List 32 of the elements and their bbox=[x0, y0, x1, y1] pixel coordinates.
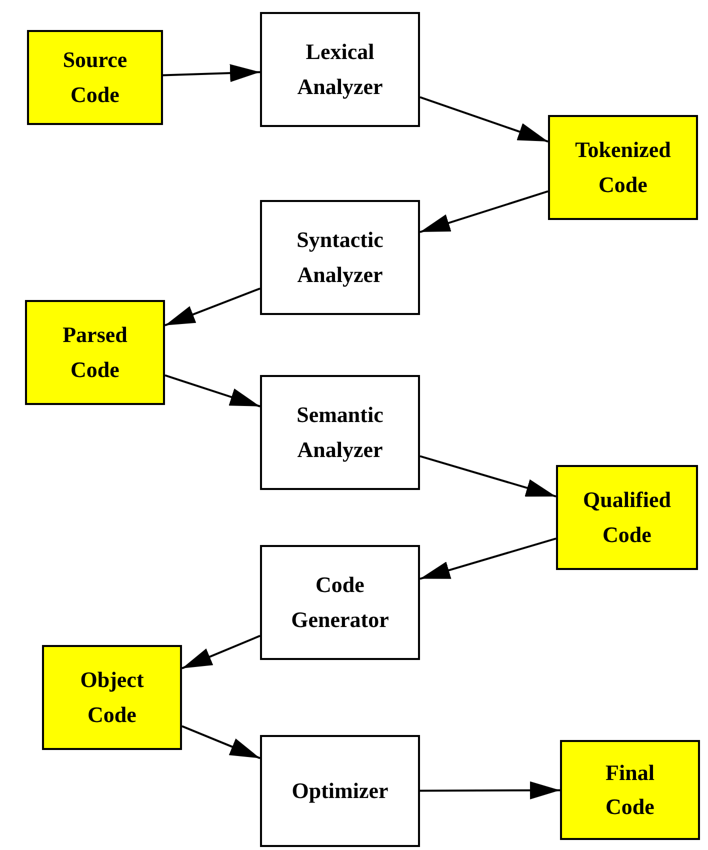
arrow bbox=[420, 781, 560, 800]
data-box bbox=[42, 645, 182, 750]
node-label: Semantic Analyzer bbox=[296, 401, 384, 464]
arrow bbox=[164, 374, 260, 408]
node-label: Syntactic Analyzer bbox=[296, 226, 384, 289]
arrow bbox=[182, 725, 260, 760]
arrow bbox=[420, 96, 548, 142]
process-box bbox=[260, 12, 420, 127]
node-label: Qualified Code bbox=[582, 486, 672, 548]
arrow bbox=[420, 190, 548, 234]
node-label: Code Generator bbox=[290, 571, 390, 634]
data-box bbox=[560, 740, 700, 840]
node-label: Object Code bbox=[79, 666, 145, 728]
arrow bbox=[164, 288, 260, 326]
node-label: Lexical Analyzer bbox=[296, 38, 384, 101]
node-label: Source Code bbox=[62, 46, 128, 108]
data-box bbox=[556, 465, 698, 570]
data-box bbox=[27, 30, 163, 125]
node-label: Tokenized Code bbox=[574, 136, 672, 198]
arrow bbox=[182, 634, 260, 670]
process-box bbox=[260, 545, 420, 660]
arrow bbox=[162, 64, 260, 82]
data-box bbox=[25, 300, 165, 405]
node-label: Optimizer bbox=[290, 776, 390, 805]
arrow bbox=[420, 538, 556, 580]
process-box bbox=[260, 735, 420, 847]
process-box bbox=[260, 375, 420, 490]
data-box bbox=[548, 115, 698, 220]
process-box bbox=[260, 200, 420, 315]
arrow bbox=[420, 455, 556, 498]
node-label: Final Code bbox=[604, 758, 656, 821]
node-label: Parsed Code bbox=[62, 321, 128, 384]
